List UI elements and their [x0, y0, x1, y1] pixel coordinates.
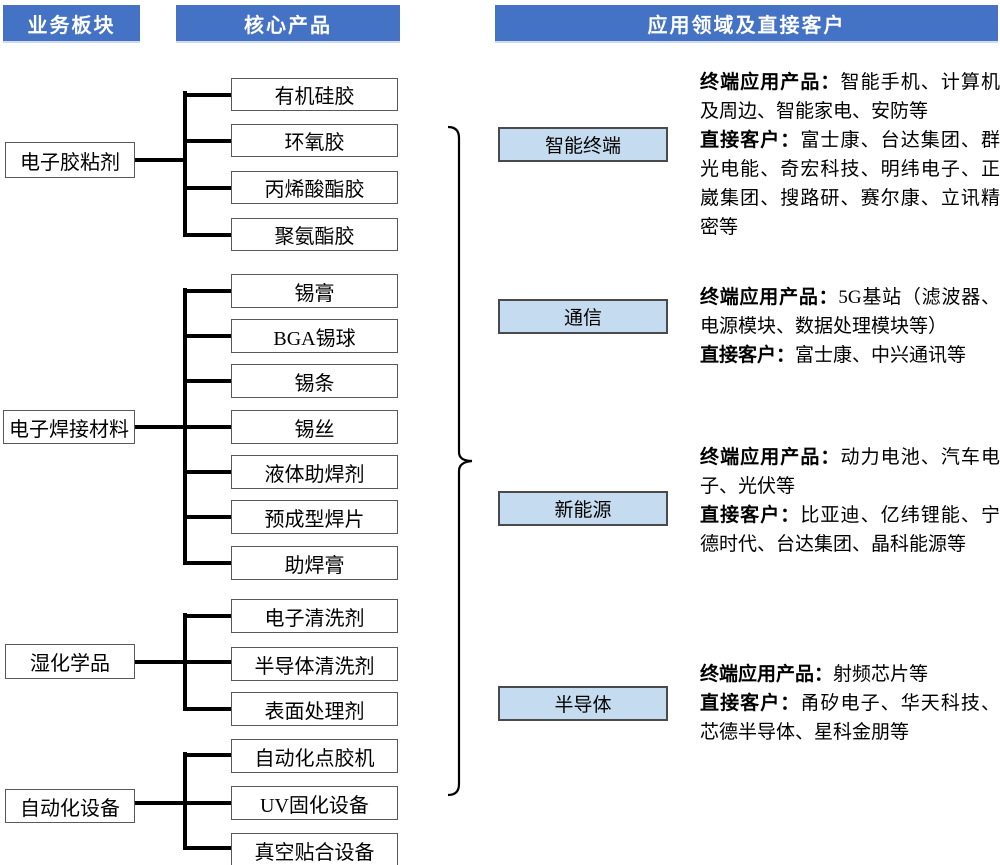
connector-line	[183, 846, 231, 850]
product-box: 预成型焊片	[231, 500, 398, 534]
end-products-text: 射频芯片等	[833, 664, 929, 685]
customers-text: 比亚迪、亿纬锂能、宁德时代、台达集团、晶科能源等	[700, 505, 1000, 555]
category-box-semiconductor: 半导体	[498, 686, 668, 721]
category-box-new-energy: 新能源	[498, 491, 668, 526]
customers-text: 甬矽电子、华天科技、芯德半导体、星科金朋等	[700, 693, 1000, 743]
application-detail-communication: 终端应用产品：5G基站（滤波器、电源模块、数据处理模块等） 直接客户：富士康、中…	[700, 283, 1000, 370]
customers-text: 富士康、台达集团、群光电能、奇宏科技、明纬电子、正崴集团、搜路研、赛尔康、立讯精…	[700, 130, 1000, 238]
category-box-communication: 通信	[498, 299, 668, 334]
product-box: 真空贴合设备	[231, 833, 398, 865]
connector-line	[183, 801, 231, 805]
connector-line	[183, 289, 231, 293]
segment-box-adhesives: 电子胶粘剂	[5, 142, 135, 178]
product-box: 环氧胶	[231, 124, 398, 157]
customers-label: 直接客户：	[700, 693, 801, 714]
connector-line	[135, 158, 187, 162]
end-products-line: 终端应用产品：智能手机、计算机及周边、智能家电、安防等	[700, 68, 1000, 126]
connector-line	[183, 334, 231, 338]
connector-line	[135, 425, 187, 429]
product-box: 锡条	[231, 364, 398, 398]
segment-box-wet-chemicals: 湿化学品	[5, 644, 135, 679]
product-box: 聚氨酯胶	[231, 218, 398, 251]
end-products-line: 终端应用产品：动力电池、汽车电子、光伏等	[700, 443, 1000, 501]
customers-line: 直接客户：富士康、中兴通讯等	[700, 341, 1000, 370]
end-products-text: 智能手机、计算机及周边、智能家电、安防等	[700, 72, 1000, 122]
product-box: 丙烯酸酯胶	[231, 171, 398, 204]
product-box: 有机硅胶	[231, 78, 398, 111]
connector-line	[135, 801, 187, 805]
end-products-text: 动力电池、汽车电子、光伏等	[700, 447, 1000, 497]
connector-line	[183, 515, 231, 519]
connector-line	[183, 753, 231, 757]
end-products-line: 终端应用产品：射频芯片等	[700, 660, 1000, 689]
connector-line	[183, 379, 231, 383]
product-box: 液体助焊剂	[231, 455, 398, 489]
customers-label: 直接客户：	[700, 345, 796, 366]
connector-line	[183, 614, 231, 618]
end-products-label: 终端应用产品：	[700, 72, 841, 93]
connector-line	[183, 561, 231, 565]
segment-box-soldering: 电子焊接材料	[3, 410, 135, 444]
end-products-line: 终端应用产品：5G基站（滤波器、电源模块、数据处理模块等）	[700, 283, 1000, 341]
header-applications: 应用领域及直接客户	[495, 5, 998, 43]
customers-label: 直接客户：	[700, 505, 801, 526]
end-products-text: 5G基站（滤波器、电源模块、数据处理模块等）	[700, 287, 1000, 337]
product-box: 锡丝	[231, 410, 398, 444]
connector-line	[135, 660, 187, 664]
connector-line	[183, 186, 231, 190]
product-box: BGA锡球	[231, 319, 398, 353]
connector-line	[183, 233, 231, 237]
product-box: 表面处理剂	[231, 692, 398, 726]
product-box: 电子清洗剂	[231, 599, 398, 633]
brace-bracket	[447, 125, 473, 797]
product-box: 锡膏	[231, 274, 398, 308]
end-products-label: 终端应用产品：	[700, 447, 841, 468]
connector-line	[183, 93, 231, 97]
product-box: UV固化设备	[231, 786, 398, 820]
customers-text: 富士康、中兴通讯等	[795, 345, 967, 366]
header-business-segment: 业务板块	[3, 5, 140, 43]
application-detail-smart-terminal: 终端应用产品：智能手机、计算机及周边、智能家电、安防等 直接客户：富士康、台达集…	[700, 68, 1000, 242]
connector-line	[183, 660, 231, 664]
category-box-smart-terminal: 智能终端	[498, 127, 668, 162]
product-box: 自动化点胶机	[231, 739, 398, 773]
connector-line	[183, 91, 187, 237]
end-products-label: 终端应用产品：	[700, 287, 839, 308]
application-detail-semiconductor: 终端应用产品：射频芯片等 直接客户：甬矽电子、华天科技、芯德半导体、星科金朋等	[700, 660, 1000, 747]
connector-line	[183, 707, 231, 711]
customers-line: 直接客户：富士康、台达集团、群光电能、奇宏科技、明纬电子、正崴集团、搜路研、赛尔…	[700, 126, 1000, 242]
header-core-products: 核心产品	[176, 5, 400, 43]
customers-line: 直接客户：甬矽电子、华天科技、芯德半导体、星科金朋等	[700, 689, 1000, 747]
customers-label: 直接客户：	[700, 130, 801, 151]
application-detail-new-energy: 终端应用产品：动力电池、汽车电子、光伏等 直接客户：比亚迪、亿纬锂能、宁德时代、…	[700, 443, 1000, 559]
connector-line	[183, 425, 231, 429]
connector-line	[183, 470, 231, 474]
segment-box-automation: 自动化设备	[5, 789, 135, 823]
product-box: 助焊膏	[231, 546, 398, 580]
customers-line: 直接客户：比亚迪、亿纬锂能、宁德时代、台达集团、晶科能源等	[700, 501, 1000, 559]
product-box: 半导体清洗剂	[231, 647, 398, 681]
end-products-label: 终端应用产品：	[700, 664, 834, 685]
connector-line	[183, 139, 231, 143]
